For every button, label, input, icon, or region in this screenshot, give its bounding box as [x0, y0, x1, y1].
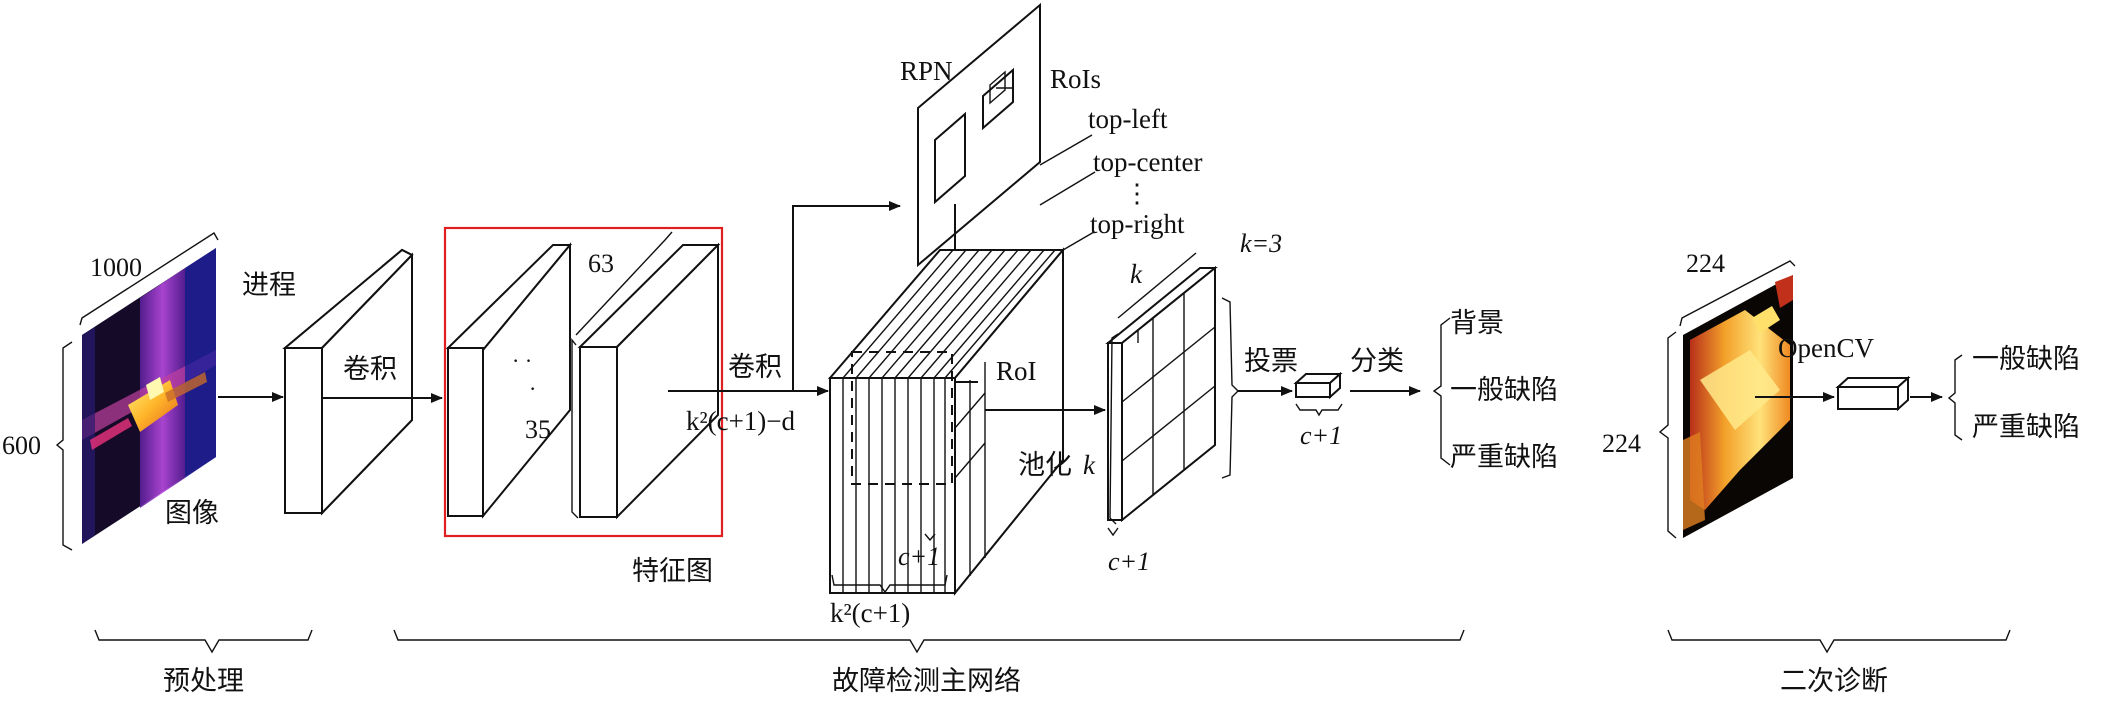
top-right-label: top-right: [1090, 209, 1185, 239]
k-label: k: [1130, 259, 1143, 289]
class-bg: 背景: [1450, 308, 1504, 339]
c1-brace-a: [924, 533, 936, 542]
pooled-volume: [1105, 265, 1218, 523]
second-height-brace: [1658, 331, 1677, 539]
top-vdots: ⋮: [1124, 179, 1150, 208]
score-map-volume: [827, 247, 1066, 596]
class-brace: [1432, 317, 1451, 466]
preprocess-brace: [94, 629, 313, 654]
k2c1-brace: [831, 574, 948, 594]
opencv-label: OpenCV: [1778, 333, 1874, 363]
process-label: 进程: [242, 270, 296, 301]
second-general: 一般缺陷: [1972, 344, 2080, 375]
k-brace-top: [1117, 252, 1197, 319]
vote-vector: [1293, 371, 1343, 400]
c-plus-1-b: c+1: [1108, 547, 1150, 576]
conv1-label: 卷积: [343, 354, 397, 385]
feature-map-block-2: [577, 242, 721, 520]
opencv-block: [1835, 375, 1911, 412]
second-thermal-image: [1683, 275, 1793, 538]
second-width-label: 224: [1686, 249, 1725, 278]
second-width-brace: [1679, 260, 1796, 327]
class-severe: 严重缺陷: [1450, 442, 1558, 473]
c-plus-1-a: c+1: [898, 542, 940, 571]
second-height-label: 224: [1602, 429, 1641, 458]
roi-label: RoI: [996, 356, 1037, 386]
conv2-label: 卷积: [728, 352, 782, 383]
top-center-label: top-center: [1093, 147, 1202, 177]
class-general: 一般缺陷: [1450, 375, 1558, 406]
score-map-channels-label: k²(c+1)−d: [686, 406, 796, 436]
input-height-brace: [55, 341, 73, 551]
input-height-label: 600: [2, 431, 41, 460]
feature-depth-brace: [571, 338, 579, 519]
input-width-brace: [79, 232, 219, 326]
k-eq-label: k=3: [1240, 229, 1282, 258]
second-severe: 严重缺陷: [1972, 412, 2080, 443]
rois-label: RoIs: [1050, 64, 1101, 94]
classify-label: 分类: [1350, 346, 1404, 377]
feature-map-label: 特征图: [632, 556, 713, 587]
c1-brace-b: [1107, 527, 1119, 537]
second-diagnosis-brace: [1667, 629, 2011, 654]
input-width-label: 1000: [90, 253, 142, 282]
vote-brace: [1221, 297, 1239, 479]
arrow-to-rpn: [792, 201, 901, 391]
input-thermal-image: [82, 248, 216, 544]
rpn-panel: [917, 2, 1041, 268]
top-left-label: top-left: [1088, 104, 1168, 134]
svg-text:·: ·: [529, 376, 536, 401]
feature-size-label: 35: [525, 415, 551, 444]
process-block: [282, 248, 414, 516]
feature-highlight-box: [443, 226, 724, 538]
stage-preprocess: 预处理: [163, 666, 244, 697]
feature-dots: · ·: [512, 348, 532, 373]
feature-map-block-1: [445, 242, 573, 519]
image-label: 图像: [165, 498, 219, 529]
vote-label: 投票: [1244, 346, 1298, 377]
roi-dashed-box: [851, 351, 953, 485]
pool-k-label: k: [1083, 450, 1096, 480]
pooled-left-brace: [1109, 333, 1119, 525]
stage-second: 二次诊断: [1780, 666, 1888, 697]
c1-brace-c: [1295, 403, 1343, 417]
score-map-label: k²(c+1): [830, 598, 910, 628]
pool-label: 池化: [1018, 450, 1072, 481]
main-network-brace: [393, 629, 1465, 654]
rpn-label: RPN: [900, 56, 953, 86]
second-class-brace: [1947, 354, 1963, 441]
c-plus-1-c: c+1: [1300, 421, 1342, 450]
feature-depth-label: 63: [588, 249, 614, 278]
stage-main: 故障检测主网络: [832, 666, 1021, 697]
